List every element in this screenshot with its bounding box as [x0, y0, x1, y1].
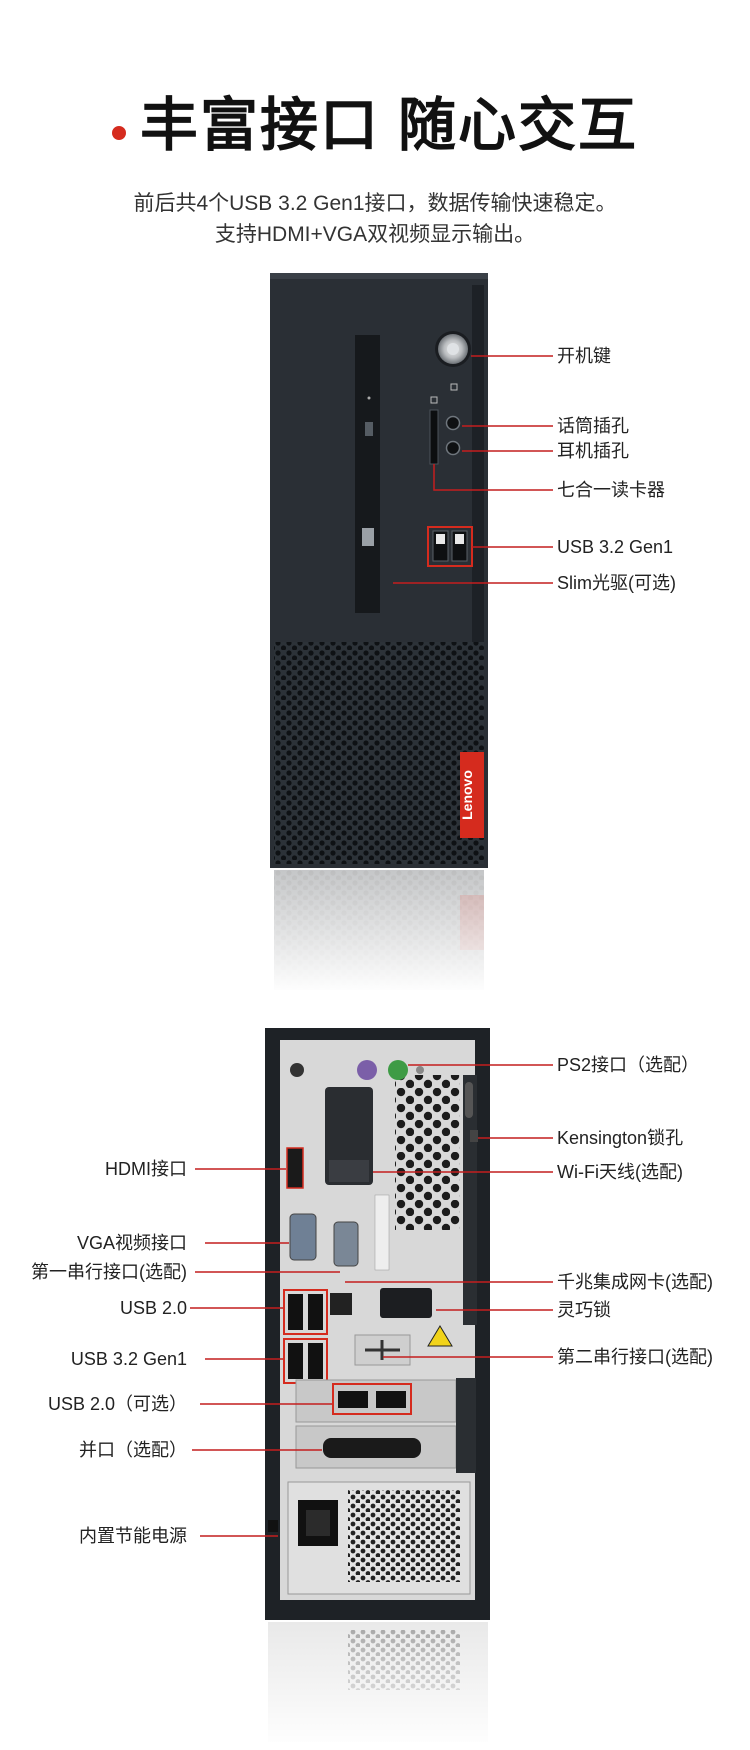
ps2-keyboard-port [357, 1060, 377, 1080]
title-bullet-icon [111, 125, 126, 140]
rear-upper-mesh [395, 1075, 460, 1230]
front-callout-lines [393, 355, 553, 584]
label-psu: 内置节能电源 [79, 1526, 187, 1546]
parallel-port [323, 1438, 421, 1458]
rear-left-callout-lines [190, 1168, 340, 1537]
mic-jack [445, 415, 461, 431]
front-mesh [274, 642, 484, 864]
label-kensington: Kensington锁孔 [557, 1128, 684, 1148]
label-headphone-jack: 耳机插孔 [557, 441, 629, 461]
label-serial-1: 第一串行接口(选配) [31, 1262, 187, 1282]
lenovo-logo-text: Lenovo [459, 770, 475, 820]
subtitle-line-1: 前后共4个USB 3.2 Gen1接口，数据传输快速稳定。 [133, 192, 617, 215]
front-case: Lenovo [270, 273, 488, 868]
label-wifi: Wi-Fi天线(选配) [557, 1162, 683, 1182]
label-smart-lock: 灵巧锁 [557, 1300, 611, 1320]
label-ps2: PS2接口（选配） [557, 1055, 700, 1075]
headline: 丰富接口 随心交互 [0, 78, 750, 162]
label-optional-usb2: USB 2.0（可选） [47, 1394, 187, 1414]
vga-port [289, 1213, 317, 1261]
label-rear-usb2: USB 2.0 [119, 1298, 187, 1318]
lenovo-logo [460, 752, 484, 838]
serial-port-1 [333, 1221, 359, 1267]
subtitle-line-2: 支持HDMI+VGA双视频显示输出。 [214, 223, 536, 246]
label-power-button: 开机键 [557, 346, 611, 366]
label-card-reader: 七合一读卡器 [557, 480, 665, 500]
hdmi-port [286, 1147, 304, 1189]
label-serial-2: 第二串行接口(选配) [557, 1347, 713, 1367]
label-parallel: 并口（选配） [79, 1440, 187, 1460]
label-vga: VGA视频接口 [76, 1233, 187, 1253]
label-optical-drive: Slim光驱(可选) [557, 573, 676, 593]
kensington-slot [470, 1130, 478, 1142]
lan-port [330, 1293, 352, 1315]
rear-case [265, 1028, 490, 1620]
label-lan: 千兆集成网卡(选配) [557, 1272, 713, 1292]
rear-right-callout-lines [345, 1064, 553, 1358]
label-mic-jack: 话筒插孔 [557, 416, 629, 436]
rear-usb2-highlight [283, 1289, 328, 1335]
page-title: 丰富接口 随心交互 [139, 93, 639, 158]
ps2-mouse-port [388, 1060, 408, 1080]
label-hdmi: HDMI接口 [105, 1159, 187, 1179]
rear-reflection [260, 1620, 500, 1750]
card-reader-slot [429, 409, 439, 465]
headphone-jack [445, 440, 461, 456]
optical-drive-bay [355, 335, 380, 613]
label-front-usb: USB 3.2 Gen1 [557, 537, 674, 557]
optional-usb2-highlight [332, 1383, 412, 1415]
smart-lock [380, 1288, 432, 1318]
front-reflection [260, 868, 500, 993]
label-rear-usb3: USB 3.2 Gen1 [70, 1349, 187, 1369]
